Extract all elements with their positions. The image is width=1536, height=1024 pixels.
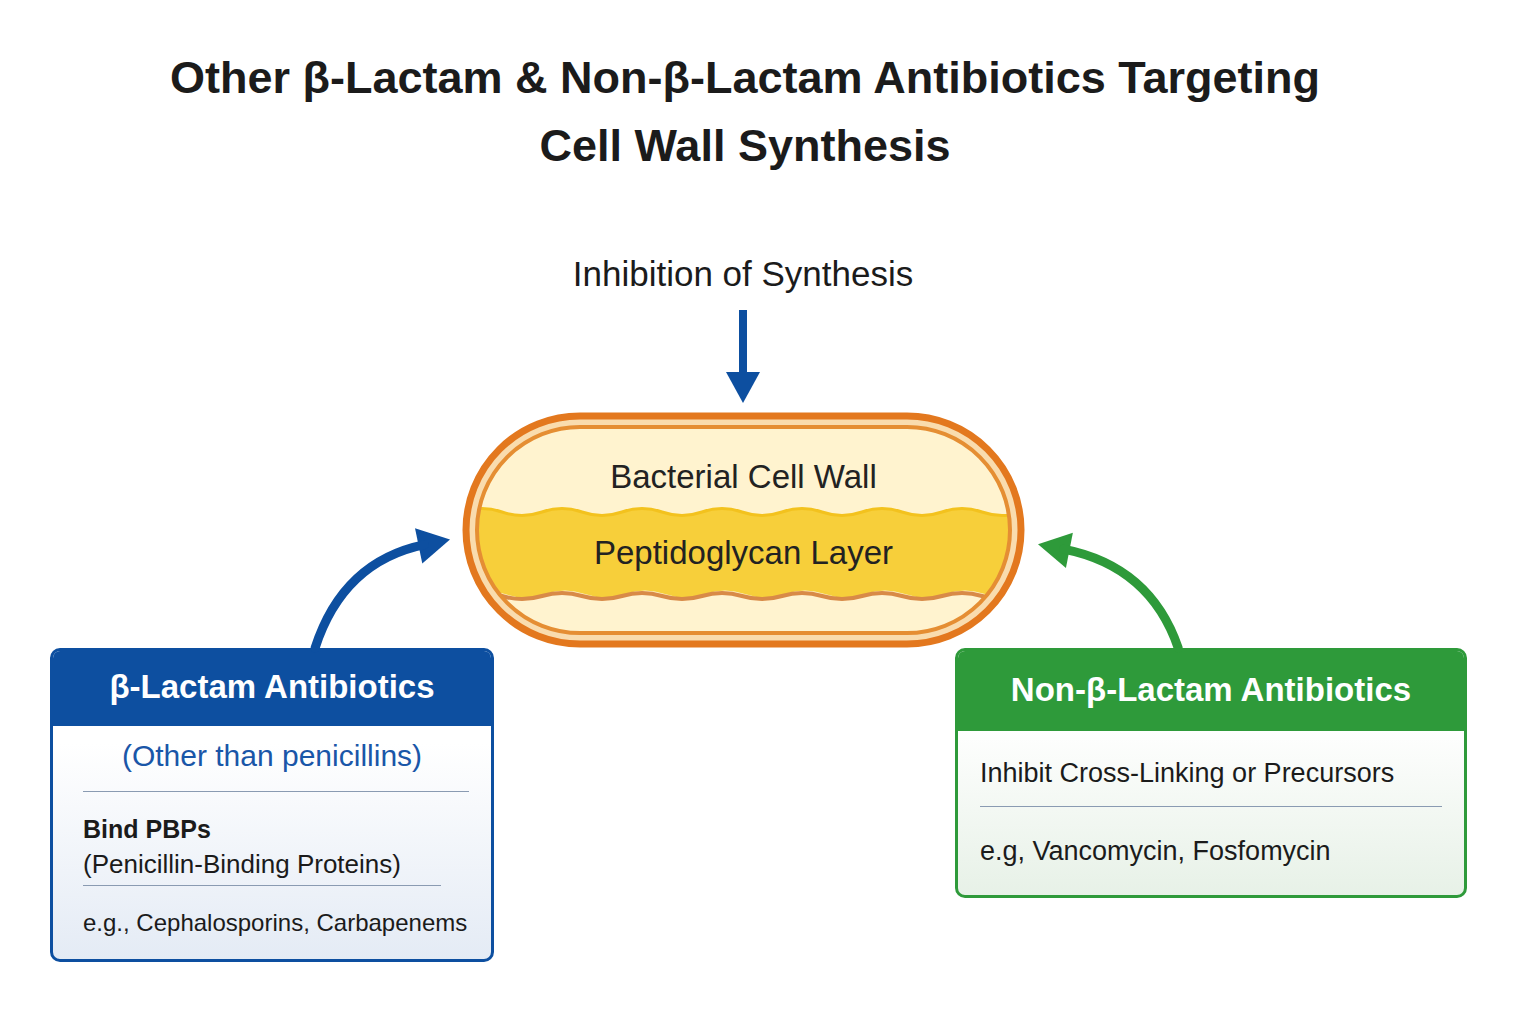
arrow-head (1038, 533, 1073, 568)
annotation-label: Inhibition of Synthesis (443, 252, 1043, 296)
divider-line (83, 791, 469, 792)
membrane-line (477, 593, 1010, 599)
mechanism-detail: (Penicillin-Binding Proteins) (83, 847, 483, 881)
non-beta-lactam-box: Non-β-Lactam AntibioticsInhibit Cross-Li… (955, 648, 1467, 898)
peptidoglycan-edge (477, 509, 1010, 516)
beta-lactam-box: β-Lactam Antibiotics (Other than penicill… (50, 648, 494, 962)
connector-line (1064, 549, 1179, 648)
diagram-title: Other β-Lactam & Non-β-Lactam Antibiotic… (145, 44, 1345, 180)
connector-arrow (315, 528, 450, 648)
box-subtitle: (Other than penicillins) (63, 737, 481, 775)
example-text: e.g., Cephalosporins, Carbapenems (83, 907, 493, 939)
inhibition-arrow (726, 310, 760, 403)
cell-wall-oval: Bacterial Cell WallPeptidoglycan Layer (462, 412, 1025, 648)
cell-outline (462, 412, 1025, 648)
divider-line (980, 806, 1442, 807)
inner-ring (477, 427, 1010, 633)
cell-label: Bacterial Cell Wall (502, 456, 985, 498)
arrow-head (415, 528, 450, 563)
box-header: Non-β-Lactam Antibiotics (958, 651, 1464, 729)
arrow-shaft (739, 310, 747, 376)
connector-arrow (1038, 533, 1178, 648)
peptidoglycan-fill (477, 509, 1010, 598)
box-header: β-Lactam Antibiotics (53, 651, 491, 723)
peptidoglycan-band (477, 509, 1010, 600)
divider-line (83, 885, 441, 886)
mechanism-text: Inhibit Cross-Linking or Precursors (980, 755, 1460, 791)
example-text: e.g, Vancomycin, Fosfomycin (980, 833, 1460, 869)
connector-line (315, 545, 424, 648)
layer-label: Peptidoglycan Layer (502, 532, 985, 574)
arrow-head (726, 372, 760, 403)
mechanism-text: Bind PBPs (83, 813, 483, 845)
